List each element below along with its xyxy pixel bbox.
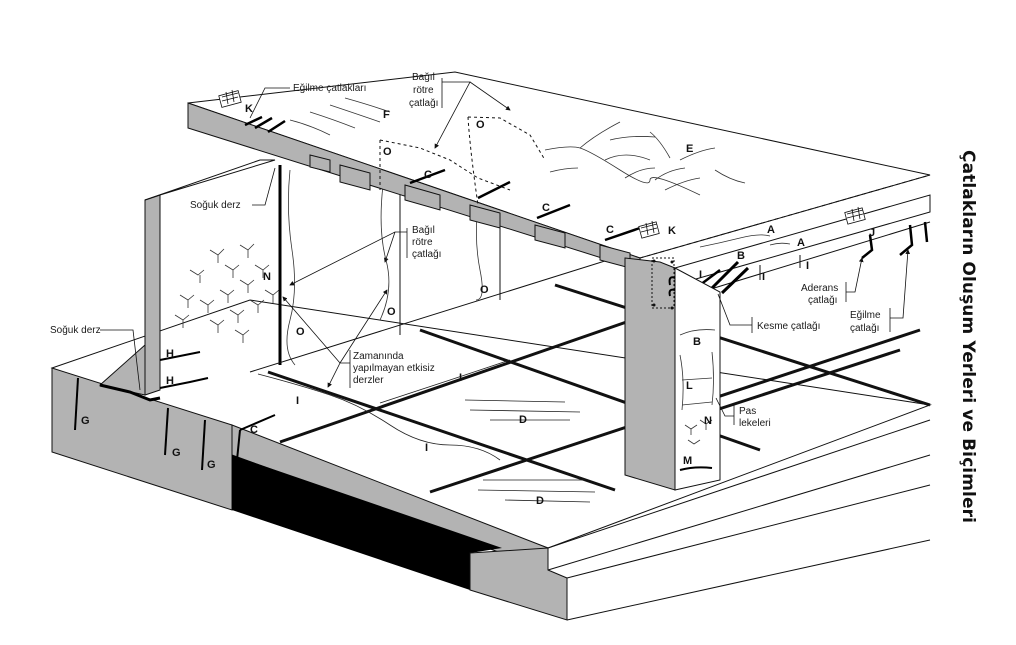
- letter-o: O: [383, 146, 392, 158]
- diagram-title-text: Çatlakların Oluşum Yerleri ve Biçimleri: [958, 150, 978, 523]
- letter-i: I: [425, 442, 428, 454]
- honeycomb-icon: [218, 89, 866, 239]
- label-egilme-2: çatlağı: [850, 323, 879, 334]
- letter-o: O: [480, 284, 489, 296]
- settlement-cracks: [74, 377, 276, 481]
- letter-o: O: [387, 306, 396, 318]
- letter-i: I: [459, 372, 462, 384]
- label-bagil-rotre-top-3: çatlağı: [409, 98, 438, 109]
- label-soguk-derz-upper: Soğuk derz: [190, 200, 241, 211]
- letter-c: C: [606, 224, 614, 236]
- label-egilme-catlaklari: Eğilme çatlakları: [293, 83, 366, 94]
- letter-h: H: [166, 348, 174, 360]
- label-bagil-rotre-top-1: Bağıl: [412, 72, 435, 83]
- label-kesme-catlagi: Kesme çatlağı: [757, 321, 820, 332]
- leader-lines: [100, 78, 911, 425]
- label-pas-2: lekeleri: [739, 418, 771, 429]
- letter-c: C: [542, 202, 550, 214]
- letter-k: K: [245, 103, 253, 115]
- top-slab: [187, 71, 931, 301]
- letter-c: C: [424, 169, 432, 181]
- letter-l: L: [686, 380, 693, 392]
- letter-a: A: [797, 237, 805, 249]
- label-zamaninda-1: Zamanında: [353, 351, 404, 362]
- callout-labels: Eğilme çatlakları Bağıl rötre çatlağı So…: [50, 72, 881, 429]
- letter-b: B: [737, 250, 745, 262]
- label-aderans-1: Aderans: [801, 283, 838, 294]
- label-bagil-rotre-mid-2: rötre: [412, 237, 433, 248]
- diagram-title: Çatlakların Oluşum Yerleri ve Biçimleri: [946, 150, 986, 550]
- letter-c: C: [250, 424, 258, 436]
- left-wall: [98, 159, 280, 402]
- label-egilme-1: Eğilme: [850, 310, 881, 321]
- label-soguk-derz-lower: Soğuk derz: [50, 325, 101, 336]
- letter-f: F: [383, 109, 390, 121]
- map-cracks: [174, 243, 280, 343]
- ground-slab: [50, 299, 932, 621]
- letter-h: H: [166, 375, 174, 387]
- letter-j: J: [869, 227, 875, 239]
- letter-b: B: [693, 336, 701, 348]
- letter-n: N: [263, 271, 271, 283]
- letter-i: I: [806, 260, 809, 272]
- plastic-cracks: [544, 121, 746, 196]
- letter-e: E: [686, 143, 693, 155]
- letter-n: N: [704, 415, 712, 427]
- letter-d: D: [536, 495, 544, 507]
- label-pas-1: Pas: [739, 406, 756, 417]
- label-bagil-rotre-mid-1: Bağıl: [412, 225, 435, 236]
- joint-dark-band: [232, 455, 502, 590]
- letter-o: O: [296, 326, 305, 338]
- crack-letters: K F O O E C C C K A A B I I I J N O O O …: [81, 103, 875, 507]
- letter-k: K: [668, 225, 676, 237]
- letter-o: O: [476, 119, 485, 131]
- letter-i: I: [699, 269, 702, 281]
- letter-g: G: [207, 459, 216, 471]
- label-aderans-2: çatlağı: [808, 295, 837, 306]
- back-wall: [249, 165, 641, 373]
- letter-g: G: [81, 415, 90, 427]
- label-zamaninda-2: yapılmayan etkisiz: [353, 363, 435, 374]
- label-bagil-rotre-mid-3: çatlağı: [412, 249, 441, 260]
- letter-a: A: [767, 224, 775, 236]
- letter-i: I: [762, 271, 765, 283]
- letter-m: M: [683, 455, 692, 467]
- column: [624, 257, 721, 491]
- letter-i: I: [296, 395, 299, 407]
- slab-cracks: [257, 359, 596, 503]
- letter-d: D: [519, 414, 527, 426]
- label-bagil-rotre-top-2: rötre: [413, 85, 434, 96]
- letter-g: G: [172, 447, 181, 459]
- label-zamaninda-3: derzler: [353, 375, 384, 386]
